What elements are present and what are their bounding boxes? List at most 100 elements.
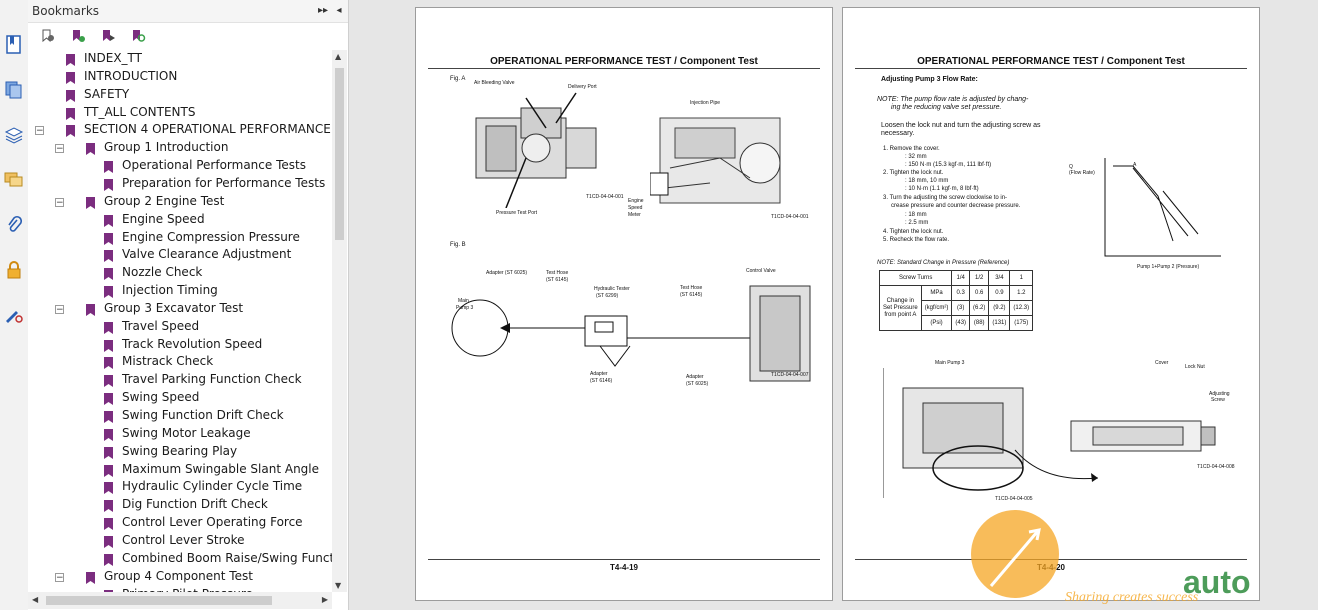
adjusting-screw-detail bbox=[1070, 420, 1216, 452]
bookmark-item[interactable]: TT_ALL CONTENTS bbox=[62, 104, 332, 122]
signatures-icon[interactable] bbox=[3, 304, 25, 326]
bookmark-item[interactable]: Swing Motor Leakage bbox=[100, 425, 332, 443]
bookmark-item[interactable]: Group 1 Introduction bbox=[82, 139, 332, 157]
bookmark-item[interactable]: Track Revolution Speed bbox=[100, 336, 332, 354]
bookmark-icon bbox=[104, 534, 114, 548]
bookmark-item[interactable]: Control Lever Stroke bbox=[100, 532, 332, 550]
bookmark-item[interactable]: Travel Parking Function Check bbox=[100, 371, 332, 389]
label-cover: Cover bbox=[1155, 360, 1169, 366]
para-1: Loosen the lock nut and turn the adjusti… bbox=[881, 122, 1041, 129]
collapse-toggle-icon[interactable]: − bbox=[55, 572, 64, 583]
table-cell: 0.9 bbox=[988, 285, 1011, 301]
bookmark-label: SECTION 4 OPERATIONAL PERFORMANCE TEST bbox=[84, 122, 332, 137]
bookmark-item[interactable]: Group 4 Component Test bbox=[82, 568, 332, 586]
bookmark-item[interactable]: Group 2 Engine Test bbox=[82, 193, 332, 211]
bookmark-item[interactable]: Swing Function Drift Check bbox=[100, 407, 332, 425]
bookmark-icon bbox=[86, 302, 96, 316]
collapse-toggle-icon[interactable]: − bbox=[55, 144, 64, 155]
bookmark-item[interactable]: Swing Speed bbox=[100, 389, 332, 407]
new-bookmark-icon[interactable] bbox=[70, 28, 86, 44]
table-side-line: from point A bbox=[884, 311, 917, 318]
label-pump-3: Pump 3 bbox=[456, 305, 474, 311]
bookmark-item[interactable]: Valve Clearance Adjustment bbox=[100, 246, 332, 264]
scroll-left-icon[interactable]: ◀ bbox=[32, 595, 39, 604]
bookmark-item[interactable]: Operational Performance Tests bbox=[100, 157, 332, 175]
bookmark-icon bbox=[104, 516, 114, 531]
collapse-toggle-icon[interactable]: − bbox=[55, 197, 64, 208]
bookmark-item[interactable]: Primary Pilot Pressure bbox=[100, 586, 332, 593]
table-cell: (12.3) bbox=[1009, 300, 1034, 316]
bookmark-item[interactable]: Hydraulic Cylinder Cycle Time bbox=[100, 478, 332, 496]
table-cell: (88) bbox=[969, 315, 990, 331]
page-thumbnails-icon[interactable] bbox=[3, 79, 25, 101]
bookmark-item[interactable]: SAFETY bbox=[62, 86, 332, 104]
bookmark-label: Group 3 Excavator Test bbox=[104, 300, 244, 315]
bookmark-item[interactable]: Dig Function Drift Check bbox=[100, 496, 332, 514]
bookmark-item[interactable]: Nozzle Check bbox=[100, 264, 332, 282]
vertical-scroll-thumb[interactable] bbox=[335, 68, 344, 240]
scroll-down-icon[interactable]: ▼ bbox=[335, 581, 342, 590]
bookmark-options-icon[interactable] bbox=[40, 28, 56, 44]
horizontal-scrollbar[interactable]: ◀ ▶ bbox=[28, 592, 332, 609]
bookmark-item[interactable]: Travel Speed bbox=[100, 318, 332, 336]
vertical-scrollbar[interactable]: ▲ ▼ bbox=[332, 50, 347, 592]
note-1-cont: ing the reducing valve set pressure. bbox=[891, 104, 1002, 111]
label-lock-nut: Lock Nut bbox=[1185, 364, 1205, 370]
bookmark-icon bbox=[104, 159, 114, 174]
security-lock-icon[interactable] bbox=[3, 259, 25, 281]
code-a1: T1CD-04-04-001 bbox=[586, 194, 624, 200]
bookmark-item[interactable]: INDEX_TT bbox=[62, 50, 332, 68]
bookmark-label: Primary Pilot Pressure bbox=[122, 587, 253, 593]
bookmark-icon bbox=[104, 445, 114, 459]
bookmark-item[interactable]: INTRODUCTION bbox=[62, 68, 332, 86]
page-left-number: T4-4-19 bbox=[609, 563, 638, 572]
bookmark-item[interactable]: Engine Speed bbox=[100, 211, 332, 229]
footer-rule bbox=[428, 559, 820, 560]
label-meter: Meter bbox=[628, 212, 641, 218]
bookmark-label: Swing Function Drift Check bbox=[122, 408, 284, 422]
attachments-icon[interactable] bbox=[3, 214, 25, 236]
bookmark-item[interactable]: Mistrack Check bbox=[100, 353, 332, 371]
bookmark-icon bbox=[104, 231, 114, 245]
navigation-toolbar bbox=[0, 0, 29, 610]
find-bookmark-icon[interactable] bbox=[130, 28, 146, 44]
scroll-up-icon[interactable]: ▲ bbox=[335, 52, 342, 61]
expand-bookmark-icon[interactable] bbox=[100, 28, 116, 44]
table-cell: (9.2) bbox=[988, 300, 1011, 316]
table-cell: MPa bbox=[920, 285, 953, 301]
document-viewer[interactable]: OPERATIONAL PERFORMANCE TEST / Component… bbox=[349, 0, 1318, 610]
code-1: T1CD-04-04-005 bbox=[995, 496, 1033, 502]
bookmark-icon bbox=[104, 588, 114, 592]
bookmark-icon bbox=[104, 248, 114, 263]
label-hydraulic-tester-code: (ST 6299) bbox=[596, 293, 619, 299]
bookmark-item[interactable]: SECTION 4 OPERATIONAL PERFORMANCE TEST bbox=[62, 121, 332, 139]
bookmarks-panel-icon[interactable] bbox=[3, 34, 25, 56]
table-header-cell: 1/2 bbox=[969, 270, 990, 286]
horizontal-scroll-thumb[interactable] bbox=[46, 596, 272, 605]
bookmark-icon bbox=[104, 463, 114, 477]
bookmark-item[interactable]: Injection Timing bbox=[100, 282, 332, 300]
table-cell: (3) bbox=[951, 300, 971, 316]
collapse-panel-icon[interactable]: ◂ bbox=[336, 5, 342, 16]
scroll-right-icon[interactable]: ▶ bbox=[321, 595, 328, 604]
collapse-toggle-icon[interactable]: − bbox=[55, 304, 64, 315]
bookmarks-panel-header: Bookmarks ▸▸ ◂ bbox=[28, 0, 348, 23]
bookmark-item[interactable]: Maximum Swingable Slant Angle bbox=[100, 461, 332, 479]
table-header-cell: 3/4 bbox=[988, 270, 1011, 286]
bookmark-item[interactable]: Swing Bearing Play bbox=[100, 443, 332, 461]
label-adapter-st6146-code: (ST 6146) bbox=[590, 378, 613, 384]
panel-options-icon[interactable]: ▸▸ bbox=[317, 5, 329, 16]
bookmark-item[interactable]: Control Lever Operating Force bbox=[100, 514, 332, 532]
bookmark-item[interactable]: Preparation for Performance Tests bbox=[100, 175, 332, 193]
label-hydraulic-tester: Hydraulic Tester bbox=[594, 286, 630, 292]
bookmark-label: Nozzle Check bbox=[122, 265, 203, 280]
bookmark-label: Swing Motor Leakage bbox=[122, 425, 251, 440]
bookmark-item[interactable]: Group 3 Excavator Test bbox=[82, 300, 332, 318]
bookmark-item[interactable]: Engine Compression Pressure bbox=[100, 229, 332, 247]
collapse-toggle-icon[interactable]: − bbox=[35, 126, 44, 137]
layers-icon[interactable] bbox=[3, 124, 25, 146]
bookmark-item[interactable]: Combined Boom Raise/Swing Function Check bbox=[100, 550, 332, 568]
bookmark-icon bbox=[66, 106, 76, 120]
comments-icon[interactable] bbox=[3, 169, 25, 191]
step-3: 3. Turn the adjusting the screw clockwis… bbox=[883, 195, 1008, 201]
